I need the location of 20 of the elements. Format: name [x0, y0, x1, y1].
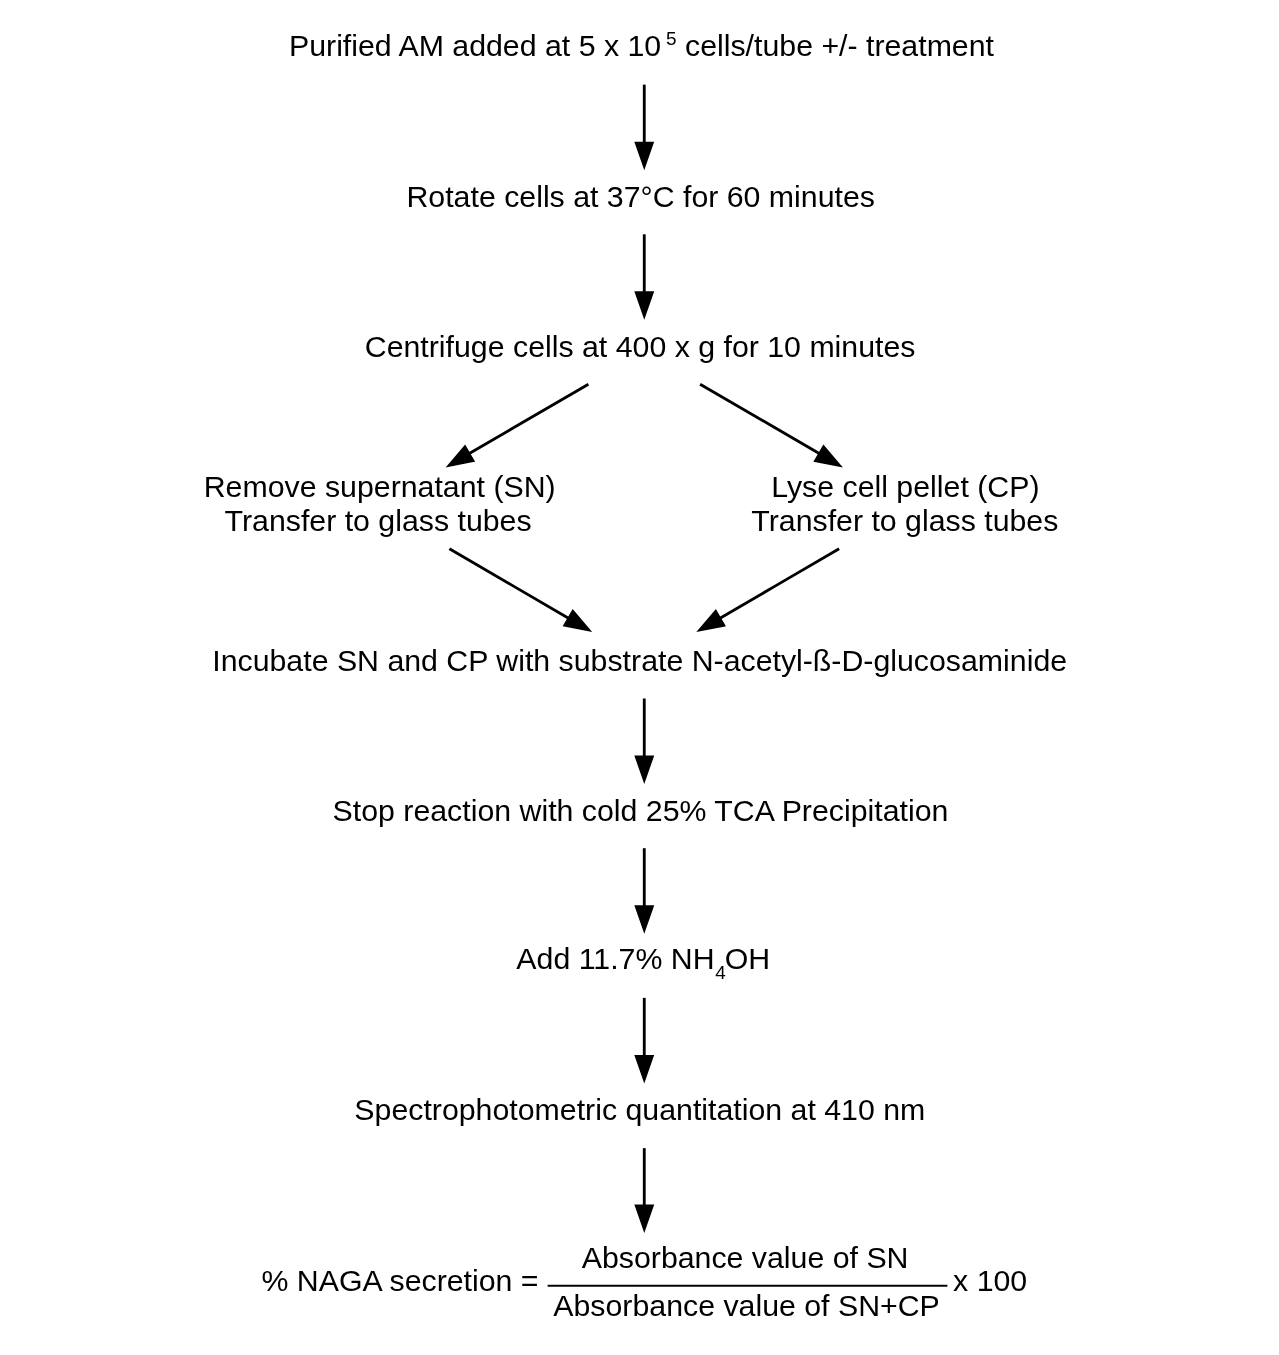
arrow: [445, 382, 589, 468]
arrow: [633, 997, 654, 1084]
node-text: Purified AM added at 5 x 10$^{5}$ cells/tube +/- treatment: [288, 28, 994, 62]
node-text: Centrifuge cells at 400 x g for 10 minutes: [364, 329, 915, 363]
node-text: Lyse cell pellet (CP) Transfer to glass tubes: [750, 470, 1058, 538]
arrow: [633, 234, 654, 320]
node-text: Incubate SN and CP with substrate N-acetyl-ß-D-glucosaminide: [211, 644, 1067, 678]
arrow: [695, 547, 840, 632]
node-text: % NAGA secretion = Absorbance value of SN x 100 Absorbance value of SN+CP: [261, 1241, 1027, 1322]
arrow: [698, 382, 843, 468]
arrow: [633, 1148, 654, 1233]
arrow: [448, 547, 592, 632]
node-text: Remove supernatant (SN) Transfer to glass tubes: [203, 470, 556, 538]
node-text: Spectrophotometric quantitation at 410 nm: [353, 1093, 925, 1127]
node-text: Rotate cells at 37°C for 60 minutes: [405, 180, 875, 214]
arrow: [633, 698, 654, 785]
node-text: Stop reaction with cold 25% TCA Precipitation: [332, 794, 948, 828]
node-text: Add 11.7% NH$_{4}$OH: [515, 941, 770, 984]
arrow: [633, 848, 654, 934]
arrow: [633, 84, 654, 171]
